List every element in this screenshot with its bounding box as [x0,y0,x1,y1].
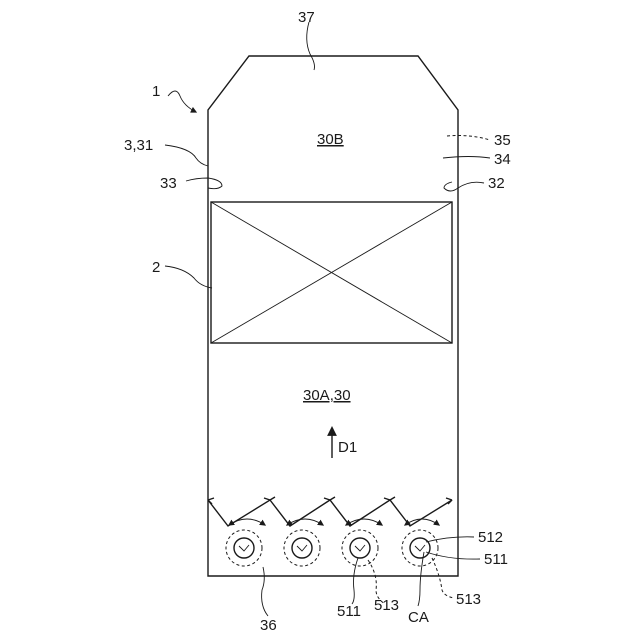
ref-513-right: 513 [456,591,481,608]
ref-511-bottom: 511 [337,603,361,620]
leader-lines [165,22,490,616]
ref-36: 36 [260,617,277,634]
ref-511-right: 511 [484,551,508,568]
ref-33: 33 [160,175,177,192]
ref-D1: D1 [338,439,357,456]
roller-3 [342,530,378,566]
ref-3-31: 3,31 [124,137,153,154]
ref-CA: CA [408,609,429,626]
roller-4 [402,530,438,566]
ref-35: 35 [494,132,511,149]
ref-1: 1 [152,83,160,100]
ref-32: 32 [488,175,505,192]
ref-30A-30: 30A,30 [303,387,351,404]
ref-2: 2 [152,259,160,276]
ref-512: 512 [478,529,503,546]
ref-37: 37 [298,9,315,26]
ref-513-mid: 513 [374,597,399,614]
roller-1 [226,530,262,566]
ref-30B: 30B [317,131,344,148]
zigzag-partition [208,500,452,526]
roller-2 [284,530,320,566]
ref-34: 34 [494,151,511,168]
